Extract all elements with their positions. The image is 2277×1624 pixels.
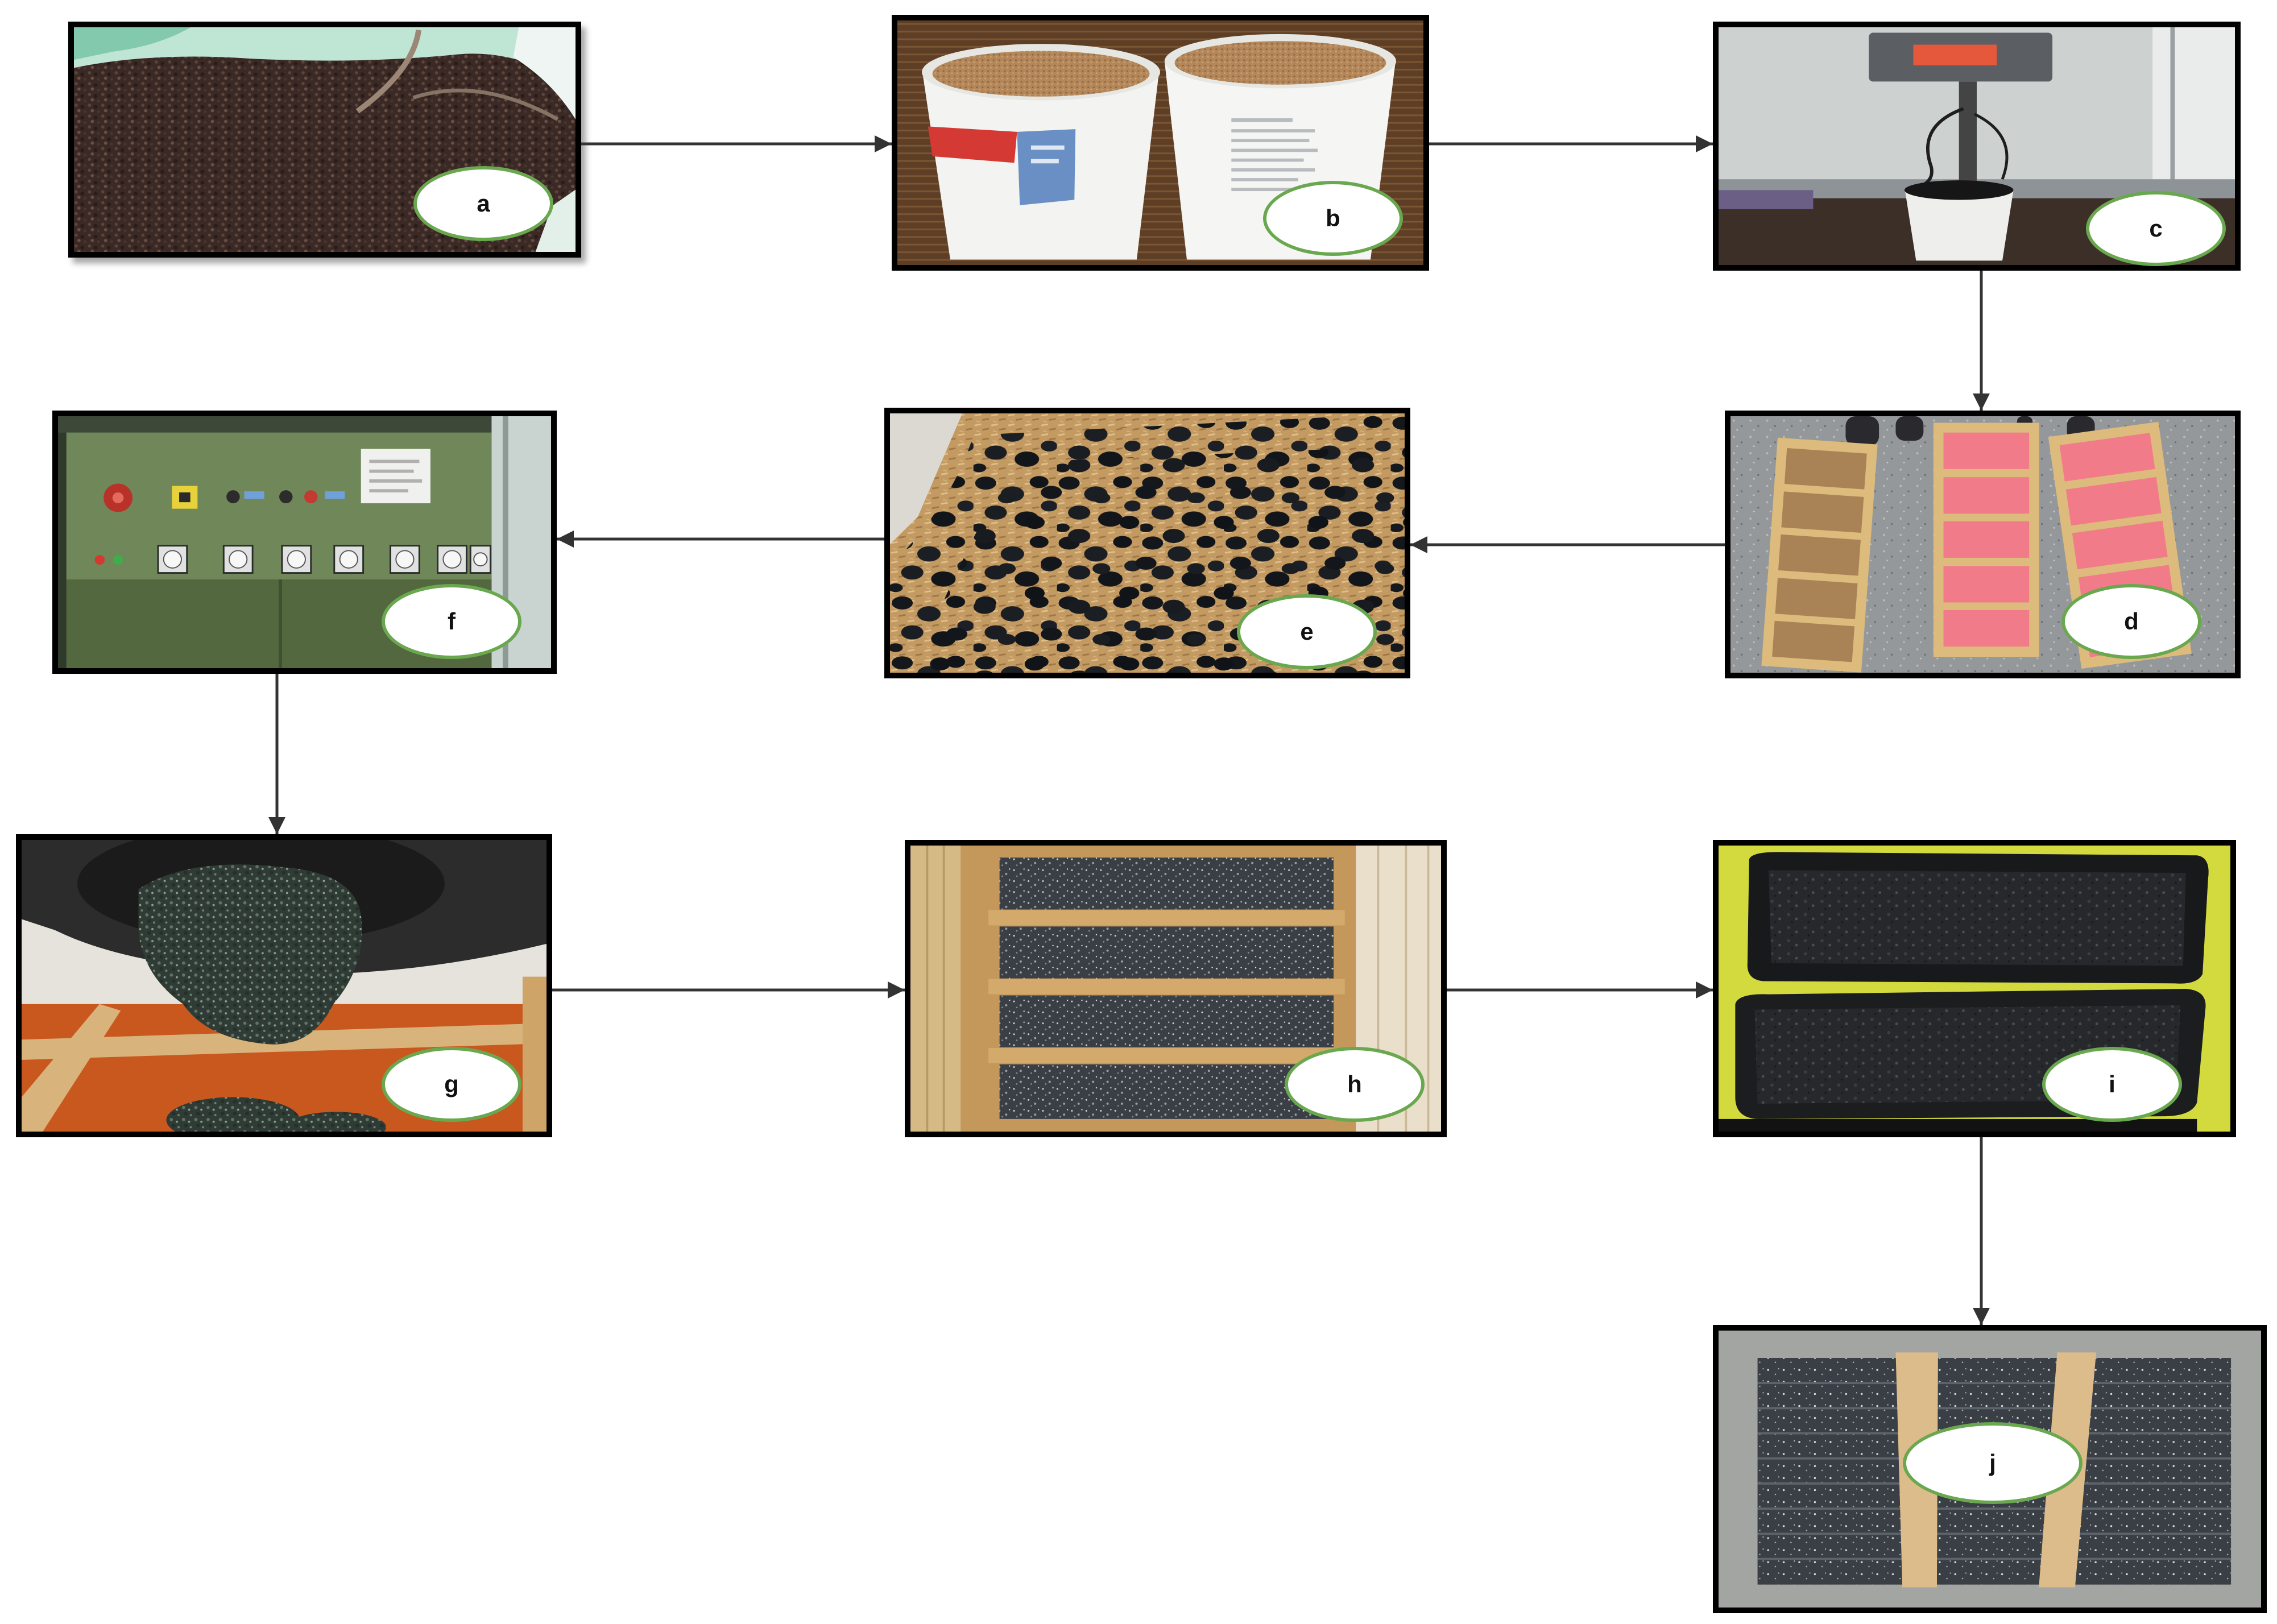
window-frame: [2170, 27, 2175, 201]
panel-side: [58, 432, 67, 668]
left-bucket: [922, 44, 1161, 260]
gauge: [222, 545, 254, 574]
bench-items: [1719, 190, 1814, 209]
panel-label-i: i: [2042, 1047, 2182, 1122]
window: [2152, 27, 2235, 201]
panel-label-j: j: [1903, 1422, 2083, 1504]
mold-board: [22, 1004, 121, 1132]
indicator-light-red: [94, 554, 105, 565]
filled-compartment: [999, 1064, 1334, 1119]
photo-weighing-scale: [1719, 27, 2235, 265]
photo-stacked-blocks: [1719, 1331, 2261, 1608]
indicator-light-green: [113, 554, 123, 565]
scale-cable: [1973, 113, 2009, 180]
tag-sticker: [244, 491, 264, 499]
mixture-clump: [166, 1097, 300, 1132]
instruction-sheet: [361, 449, 430, 504]
panel-c: [1713, 22, 2241, 271]
bucket-contents: [1904, 180, 2014, 200]
gauge: [333, 545, 365, 574]
panel-label-a: a: [413, 166, 553, 241]
bucket-label-line: [1030, 159, 1059, 164]
sack-string: [355, 30, 422, 114]
scale-readout: [1913, 44, 1997, 65]
bucket-label-line: [1030, 145, 1065, 150]
bucket-red-stripe: [928, 126, 1017, 163]
panel-label-e: e: [1237, 594, 1377, 669]
panel-label-d: d: [2061, 584, 2201, 659]
block-edge: [1719, 1118, 2197, 1132]
photo-filled-mold: [910, 846, 1441, 1132]
gauge: [157, 545, 188, 574]
red-button-cap: [112, 492, 124, 504]
photo-control-panel: [58, 416, 551, 668]
gauge: [390, 545, 420, 574]
gauge: [281, 545, 312, 574]
filled-compartment: [999, 926, 1334, 979]
gauge-row: [157, 545, 491, 574]
sand-fill: [932, 51, 1150, 97]
gauge: [469, 545, 491, 574]
mold-dividers: [988, 910, 1345, 1063]
tag-sticker: [325, 491, 345, 499]
block-surface: [1769, 870, 2186, 966]
bucket: [1905, 190, 2014, 261]
panel-top-edge: [58, 416, 551, 433]
wall-post: [502, 416, 508, 668]
wood-boards-left: [910, 846, 961, 1132]
mold-board: [522, 976, 547, 1132]
panel-j: [1713, 1325, 2267, 1613]
panel-b: [892, 15, 1429, 271]
sack-fold: [74, 27, 191, 60]
sand-fill: [1174, 41, 1386, 85]
bucket-print: [1231, 118, 1318, 192]
panel-label-h: h: [1285, 1047, 1425, 1122]
mixture-clump: [285, 1112, 387, 1132]
switch-knob: [179, 492, 191, 503]
mold-lined-middle: [1933, 422, 2039, 657]
mold-compartments: [999, 857, 1334, 1119]
panel-label-c: c: [2086, 191, 2226, 266]
panel-label-b: b: [1263, 181, 1403, 256]
photo-filled-buckets: [897, 20, 1423, 265]
sack-corner: [535, 189, 576, 252]
scale-pole: [1959, 81, 1977, 196]
panel-label-f: f: [382, 584, 521, 659]
sack-string: [412, 88, 559, 121]
paper-corner: [890, 413, 963, 544]
gauge: [437, 545, 467, 574]
rubber-mixture: [138, 864, 362, 1045]
bucket-blue-label: [1017, 129, 1076, 205]
block-layers: [1757, 1382, 2232, 1560]
filled-compartment: [999, 995, 1334, 1047]
panel-label-g: g: [382, 1047, 521, 1122]
mold-unlined: [1761, 437, 1878, 673]
sack-edge: [513, 27, 576, 119]
knob: [226, 490, 240, 504]
knob: [279, 490, 293, 504]
indicator-light: [304, 490, 318, 504]
filled-compartment: [999, 857, 1334, 910]
